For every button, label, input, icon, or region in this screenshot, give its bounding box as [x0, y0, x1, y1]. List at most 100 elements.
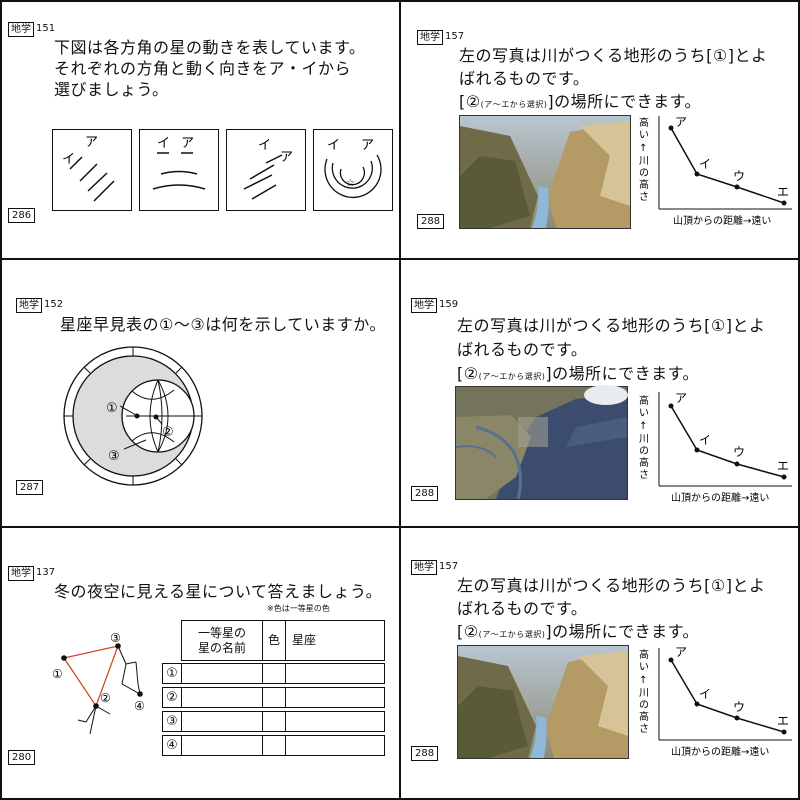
label-i: イ — [258, 138, 271, 153]
svg-text:さ: さ — [639, 723, 649, 735]
card-number: 288 — [411, 486, 439, 501]
svg-text:イ: イ — [699, 157, 711, 171]
question-line-1: 左の写真は川がつくる地形のうち[①]とよ — [459, 46, 768, 65]
svg-text:さ: さ — [639, 469, 649, 481]
svg-text:川: 川 — [639, 156, 649, 167]
svg-text:エ: エ — [777, 714, 789, 728]
question-line-3: 選びましょう。 — [54, 80, 169, 99]
star-panel-3: イ ア — [226, 129, 306, 211]
svg-text:川: 川 — [639, 688, 649, 699]
svg-text:↑: ↑ — [639, 143, 647, 154]
svg-text:ウ: ウ — [733, 700, 745, 714]
question-number: 137 — [36, 567, 56, 578]
y-axis-label: 高 い ↑ 川 の 高 さ — [639, 116, 649, 203]
x-axis-label: 山頂からの距離→遠い — [671, 745, 769, 758]
question-line-2: ばれるものです。 — [457, 340, 588, 359]
label-a: ア — [280, 150, 293, 165]
svg-text:エ: エ — [777, 185, 789, 199]
svg-text:↑: ↑ — [639, 421, 647, 432]
card-number: 288 — [417, 214, 445, 229]
label-2: ② — [162, 425, 174, 440]
y-axis-label: 高 い ↑ 川 の 高 さ — [639, 648, 649, 735]
card-winter-stars[interactable]: 地学 137 冬の夜空に見える星について答えましょう。 ※色は一等星の色 — [0, 526, 401, 800]
card-star-motion[interactable]: 地学 151 下図は各方角の星の動きを表しています。 それぞれの方角と動く向きを… — [0, 0, 401, 260]
svg-text:川: 川 — [639, 434, 649, 445]
label-i: イ — [62, 152, 75, 167]
table-row: ① — [162, 663, 385, 684]
card-number: 280 — [8, 750, 36, 765]
card-planisphere[interactable]: 地学 152 星座早見表の①～③は何を示していますか。 — [0, 258, 401, 528]
subject-tag: 地学 — [411, 298, 437, 313]
planisphere-diagram: ① ② ③ — [63, 346, 203, 486]
river-profile-graph: ア イ ウ エ 高 い ↑ 川 の 高 さ 山頂からの距離→遠い — [639, 645, 792, 758]
svg-text:高: 高 — [639, 456, 649, 469]
question-number: 157 — [439, 561, 459, 572]
svg-text:ア: ア — [675, 645, 687, 659]
svg-text:高: 高 — [639, 394, 649, 407]
question-line-1: 左の写真は川がつくる地形のうち[①]とよ — [457, 316, 766, 335]
svg-text:の: の — [639, 446, 649, 457]
question-line-3: [②(ア～エから選択)]の場所にできます。 — [459, 92, 701, 111]
label-a: ア — [181, 136, 194, 151]
star-panel-4: ☆ イ ア — [313, 129, 393, 211]
question-line-2: ばれるものです。 — [459, 69, 590, 88]
label-4: ④ — [134, 699, 145, 713]
answer-table: 一等星の星の名前 色 星座 ① ② ③ ④ — [162, 620, 385, 756]
svg-text:ア: ア — [675, 115, 687, 129]
svg-text:い: い — [639, 408, 649, 419]
svg-text:イ: イ — [699, 433, 711, 447]
svg-text:イ: イ — [699, 687, 711, 701]
table-row: ④ — [162, 735, 385, 756]
valley-photo — [459, 115, 631, 229]
question-number: 152 — [44, 299, 64, 310]
table-row: ② — [162, 687, 385, 708]
table-row: ③ — [162, 711, 385, 732]
svg-text:高: 高 — [639, 116, 649, 129]
question-line-3: [②(ア～エから選択)]の場所にできます。 — [457, 622, 699, 641]
card-river-landform-2[interactable]: 地学 159 左の写真は川がつくる地形のうち[①]とよ ばれるものです。 [②(… — [399, 258, 800, 528]
question-line-1: 星座早見表の①～③は何を示していますか。 — [60, 315, 386, 334]
question-line-1: 左の写真は川がつくる地形のうち[①]とよ — [457, 576, 766, 595]
label-a: ア — [361, 138, 374, 153]
question-number: 159 — [439, 299, 459, 310]
svg-text:ウ: ウ — [733, 445, 745, 459]
river-profile-graph: ア イ ウ エ 高 い ↑ 川 の 高 さ 山頂からの距離→遠い — [639, 115, 792, 227]
card-number: 287 — [16, 480, 44, 495]
label-i: イ — [327, 138, 340, 153]
svg-text:高: 高 — [639, 178, 649, 191]
svg-text:い: い — [639, 662, 649, 673]
svg-text:高: 高 — [639, 648, 649, 661]
card-number: 288 — [411, 746, 439, 761]
svg-text:ア: ア — [675, 391, 687, 405]
color-note: ※色は一等星の色 — [267, 604, 330, 613]
x-axis-label: 山頂からの距離→遠い — [673, 214, 771, 227]
question-number: 157 — [445, 31, 465, 42]
question-line-3: [②(ア～エから選択)]の場所にできます。 — [457, 364, 699, 383]
subject-tag: 地学 — [411, 560, 437, 575]
svg-text:高: 高 — [639, 710, 649, 723]
question-line-2: ばれるものです。 — [457, 599, 588, 618]
subject-tag: 地学 — [16, 298, 42, 313]
valley-photo — [457, 645, 629, 759]
winter-triangle-diagram: ① ③ ② ④ — [52, 631, 145, 735]
label-a: ア — [85, 135, 98, 150]
label-1: ① — [52, 667, 63, 681]
question-line-1: 冬の夜空に見える星について答えましょう。 — [54, 582, 383, 601]
svg-text:エ: エ — [777, 459, 789, 473]
subject-tag: 地学 — [417, 30, 443, 45]
card-river-landform-1[interactable]: 地学 157 左の写真は川がつくる地形のうち[①]とよ ばれるものです。 [②(… — [399, 0, 800, 260]
svg-text:ウ: ウ — [733, 169, 745, 183]
label-3: ③ — [110, 631, 121, 645]
card-river-landform-3[interactable]: 地学 157 左の写真は川がつくる地形のうち[①]とよ ばれるものです。 [②(… — [399, 526, 800, 800]
label-3: ③ — [108, 449, 120, 464]
question-line-2: それぞれの方角と動く向きをア・イから — [54, 59, 352, 78]
y-axis-label: 高 い ↑ 川 の 高 さ — [639, 394, 649, 481]
svg-text:い: い — [639, 130, 649, 141]
label-i: イ — [157, 136, 170, 151]
svg-text:の: の — [639, 168, 649, 179]
subject-tag: 地学 — [8, 566, 34, 581]
svg-text:☆: ☆ — [346, 178, 355, 189]
svg-text:の: の — [639, 700, 649, 711]
svg-text:さ: さ — [639, 191, 649, 203]
